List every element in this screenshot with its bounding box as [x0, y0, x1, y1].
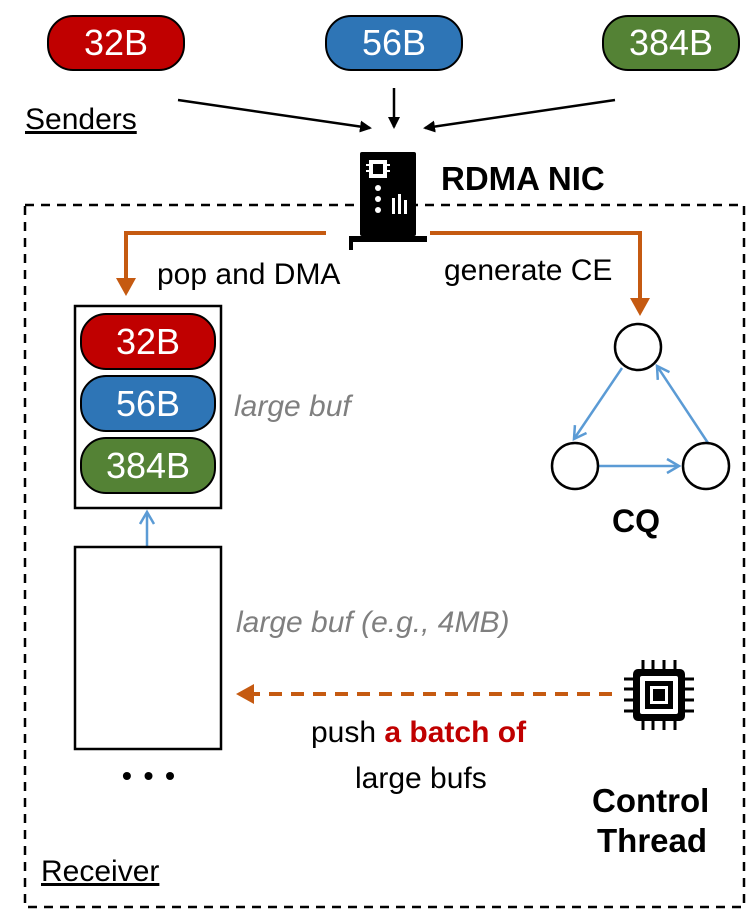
sender-message-384b: 384B: [602, 15, 740, 71]
pop-and-dma-arrow: [116, 231, 326, 296]
pop-and-dma-label: pop and DMA: [157, 258, 341, 291]
buffer-message-384b: 384B: [80, 437, 216, 494]
buffer-message-56b: 56B: [80, 375, 216, 432]
sender-arrow-left: [177, 98, 372, 133]
cq-entry-top: [613, 322, 663, 372]
control-thread-label-line2: Thread: [597, 822, 708, 859]
cq-entry-left: [550, 441, 600, 491]
filled-buffer-label: large buf: [234, 390, 351, 423]
cq-label: CQ: [612, 503, 660, 539]
rdma-nic-card-icon: [349, 152, 427, 250]
push-batch-emphasis: a batch of: [384, 716, 527, 749]
cq-entry-right: [681, 441, 731, 491]
sender-message-32b: 32B: [47, 15, 185, 71]
generate-ce-arrow: [430, 231, 650, 316]
buffer-message-32b: 32B: [80, 313, 216, 370]
push-batch-prefix: push: [311, 716, 385, 749]
generate-ce-label: generate CE: [444, 254, 613, 287]
empty-buffer-label: large buf (e.g., 4MB): [236, 606, 510, 639]
cpu-chip-icon: [624, 660, 694, 730]
push-batch-label-line1: push a batch of: [311, 716, 526, 750]
sender-message-56b: 56B: [325, 15, 463, 71]
rdma-nic-label: RDMA NIC: [441, 160, 605, 197]
empty-large-buffer: [73, 545, 223, 751]
senders-label: Senders: [25, 103, 137, 136]
control-thread-label-line1: Control: [592, 782, 710, 819]
push-batch-label-line2: large bufs: [355, 762, 487, 795]
receiver-label: Receiver: [41, 855, 160, 888]
sender-arrow-right: [423, 98, 616, 133]
more-buffers-ellipsis: • • •: [122, 760, 177, 791]
completion-queue-ring: [550, 322, 731, 491]
